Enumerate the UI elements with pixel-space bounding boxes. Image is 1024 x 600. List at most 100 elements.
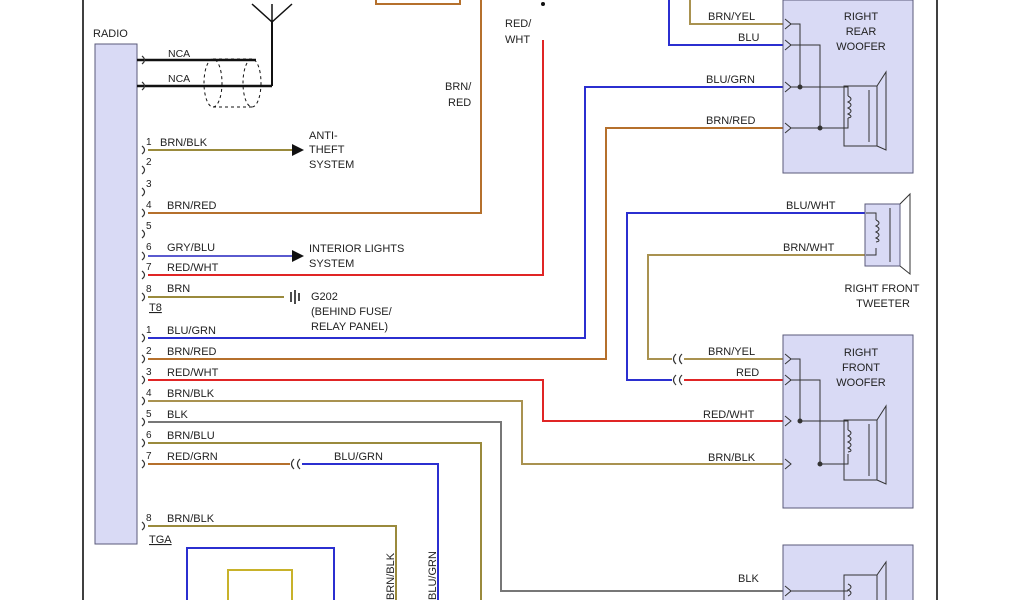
antenna-wire-label-1: NCA (168, 48, 190, 60)
blu-grn-rotated-label: BLU/GRN (427, 551, 439, 600)
wire-tga-6 (148, 442, 482, 600)
tga-pin-6-num: 6 (146, 430, 152, 441)
t8-pin-1-num: 1 (146, 137, 152, 148)
antenna-symbol (251, 3, 293, 24)
t8-pin-1-wire: BRN/BLK (160, 137, 208, 149)
t8-pin-7-num: 7 (146, 262, 152, 273)
tga-pin-5-num: 5 (146, 409, 152, 420)
svg-text:BRN/RED: BRN/RED (706, 115, 756, 127)
right-front-woofer: RIGHT FRONT WOOFER BRN/YEL RED RED/WHT B… (703, 334, 914, 509)
svg-text:WHT: WHT (505, 34, 530, 46)
svg-text:RIGHT FRONT: RIGHT FRONT (845, 283, 920, 295)
tga-pin-3-num: 3 (146, 367, 152, 378)
svg-text:TWEETER: TWEETER (856, 298, 910, 310)
red-wht-terminal-dot (541, 2, 545, 6)
tga-pin-2-num: 2 (146, 346, 152, 357)
antenna-section (137, 3, 293, 108)
wire-tweeter-blu-wht (626, 212, 866, 381)
wire-tga-7-continuation (302, 463, 439, 600)
t8-pin-8-wire: BRN (167, 283, 190, 295)
radio-label: RADIO (93, 28, 128, 40)
tga-pin-2-wire: BRN/RED (167, 346, 217, 358)
svg-text:BRN/YEL: BRN/YEL (708, 346, 755, 358)
wire-tga-5 (148, 421, 790, 592)
radio-pin-stubs (141, 55, 146, 531)
t8-pin-4-wire: BRN/RED (167, 200, 217, 212)
tga-pin-6-wire: BRN/BLU (167, 430, 215, 442)
wire-tga-2 (148, 127, 790, 360)
t8-pin-7-wire: RED/WHT (167, 262, 219, 274)
tga-pin-3-wire: RED/WHT (167, 367, 219, 379)
t8-pin-3-num: 3 (146, 179, 152, 190)
wire-t8-4 (148, 0, 482, 214)
tga-pin-4-num: 4 (146, 388, 152, 399)
ground-icon (290, 290, 300, 304)
brn-red-vertical-label: BRN/ RED (445, 81, 472, 109)
tga-pin-4-wire: BRN/BLK (167, 388, 215, 400)
svg-text:BLU/GRN: BLU/GRN (706, 74, 755, 86)
top-connector-box (375, 0, 461, 5)
bottom-yellow-box (227, 569, 293, 600)
t8-pin-5-num: 5 (146, 221, 152, 232)
svg-text:INTERIOR LIGHTS: INTERIOR LIGHTS (309, 243, 404, 255)
right-rear-woofer: RIGHT REAR WOOFER BRN/YEL BLU BLU/GRN BR… (706, 0, 914, 174)
svg-text:RELAY PANEL): RELAY PANEL) (311, 321, 388, 333)
svg-text:BRN/WHT: BRN/WHT (783, 242, 835, 254)
radio-unit (94, 43, 138, 545)
wire-t8-7 (148, 40, 544, 276)
tga-pin-1-num: 1 (146, 325, 152, 336)
inline-connectors (290, 353, 683, 470)
t8-pin-2-num: 2 (146, 157, 152, 168)
svg-text:BRN/: BRN/ (445, 81, 472, 93)
t8-connector-label: T8 (149, 302, 162, 314)
svg-text:RIGHT: RIGHT (844, 11, 879, 23)
brn-blk-rotated-label: BRN/BLK (385, 552, 397, 600)
tga-pin-1-wire: BLU/GRN (167, 325, 216, 337)
wire-tga-4 (148, 400, 790, 465)
red-wht-vertical-label: RED/ WHT (505, 18, 532, 46)
svg-text:BRN/YEL: BRN/YEL (708, 11, 755, 23)
right-front-tweeter: BLU/WHT BRN/WHT RIGHT FRONT TWEETER (783, 192, 920, 310)
svg-text:BLU/WHT: BLU/WHT (786, 200, 836, 212)
t8-pin-4-num: 4 (146, 200, 152, 211)
t8-pin-6-num: 6 (146, 242, 152, 253)
svg-text:SYSTEM: SYSTEM (309, 258, 354, 270)
t8-pin-6-wire: GRY/BLU (167, 242, 215, 254)
tga-pin-8-num: 8 (146, 513, 152, 524)
svg-text:(BEHIND FUSE/: (BEHIND FUSE/ (311, 306, 393, 318)
svg-text:G202: G202 (311, 291, 338, 303)
wire-tga-1 (148, 86, 790, 339)
anti-theft-arrow (292, 144, 304, 156)
svg-text:BRN/BLK: BRN/BLK (708, 452, 756, 464)
tga-pin-7-wire: RED/GRN (167, 451, 218, 463)
svg-text:WOOFER: WOOFER (836, 41, 886, 53)
bottom-speaker: BLK (738, 544, 914, 600)
tga-pin-8-wire: BRN/BLK (167, 513, 215, 525)
tga-connector-label: TGA (149, 534, 172, 546)
svg-text:FRONT: FRONT (842, 362, 880, 374)
svg-text:THEFT: THEFT (309, 144, 345, 156)
svg-text:SYSTEM: SYSTEM (309, 159, 354, 171)
svg-text:BLK: BLK (738, 573, 759, 585)
svg-text:RED: RED (736, 367, 759, 379)
svg-text:RED/WHT: RED/WHT (703, 409, 755, 421)
t8-pin-list: 1 BRN/BLK 2 3 4 BRN/RED 5 6 GRY/BLU 7 RE… (146, 137, 219, 314)
interior-lights-label: INTERIOR LIGHTS SYSTEM (309, 243, 404, 270)
svg-text:REAR: REAR (846, 26, 877, 38)
bottom-blue-box (186, 547, 335, 600)
tga-pin-7-num: 7 (146, 451, 152, 462)
svg-text:WOOFER: WOOFER (836, 377, 886, 389)
wire-rear-blu (668, 0, 790, 46)
wire-rear-brn-yel (689, 0, 790, 25)
wire-tga-3 (148, 379, 790, 422)
wire-tga-8 (148, 525, 397, 600)
tga-pin-list: 1 BLU/GRN 2 BRN/RED 3 RED/WHT 4 BRN/BLK … (146, 325, 219, 546)
antenna-wire-label-2: NCA (168, 73, 190, 85)
antenna-shield-right (242, 58, 262, 108)
antenna-shield-left (203, 58, 223, 108)
svg-text:RED/: RED/ (505, 18, 532, 30)
t8-pin-8-num: 8 (146, 284, 152, 295)
svg-text:BLU: BLU (738, 32, 759, 44)
wire-tweeter-brn-wht (647, 254, 866, 360)
